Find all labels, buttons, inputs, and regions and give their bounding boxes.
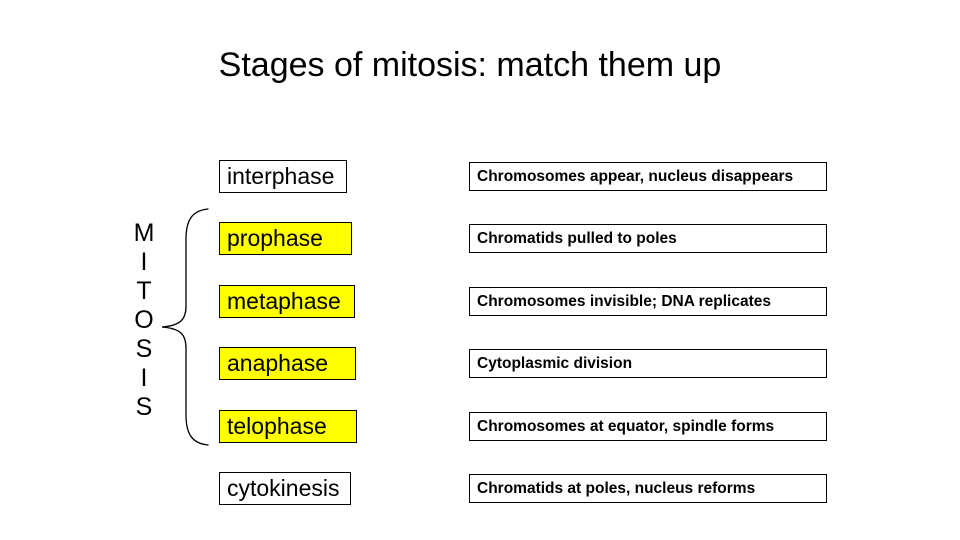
- stage-box-anaphase[interactable]: anaphase: [219, 347, 356, 380]
- stage-box-cytokinesis[interactable]: cytokinesis: [219, 472, 351, 505]
- description-box-2[interactable]: Chromatids pulled to poles: [469, 224, 827, 253]
- mitosis-letter: I: [140, 364, 148, 392]
- description-box-5[interactable]: Chromosomes at equator, spindle forms: [469, 412, 827, 441]
- description-box-6[interactable]: Chromatids at poles, nucleus reforms: [469, 474, 827, 503]
- description-box-1[interactable]: Chromosomes appear, nucleus disappears: [469, 162, 827, 191]
- stage-box-interphase[interactable]: interphase: [219, 160, 347, 193]
- description-box-4[interactable]: Cytoplasmic division: [469, 349, 827, 378]
- mitosis-letter: S: [135, 393, 153, 421]
- mitosis-letter: T: [136, 277, 152, 305]
- mitosis-letter: M: [133, 219, 155, 247]
- curly-brace-icon: [161, 208, 209, 446]
- stage-box-telophase[interactable]: telophase: [219, 410, 357, 443]
- mitosis-letter: I: [140, 248, 148, 276]
- slide-title: Stages of mitosis: match them up: [218, 46, 722, 84]
- stage-box-metaphase[interactable]: metaphase: [219, 285, 355, 318]
- description-box-3[interactable]: Chromosomes invisible; DNA replicates: [469, 287, 827, 316]
- mitosis-letter: S: [135, 335, 153, 363]
- stage-box-prophase[interactable]: prophase: [219, 222, 352, 255]
- mitosis-letter: O: [134, 306, 154, 334]
- mitosis-vertical-label: M I T O S I S: [127, 219, 161, 422]
